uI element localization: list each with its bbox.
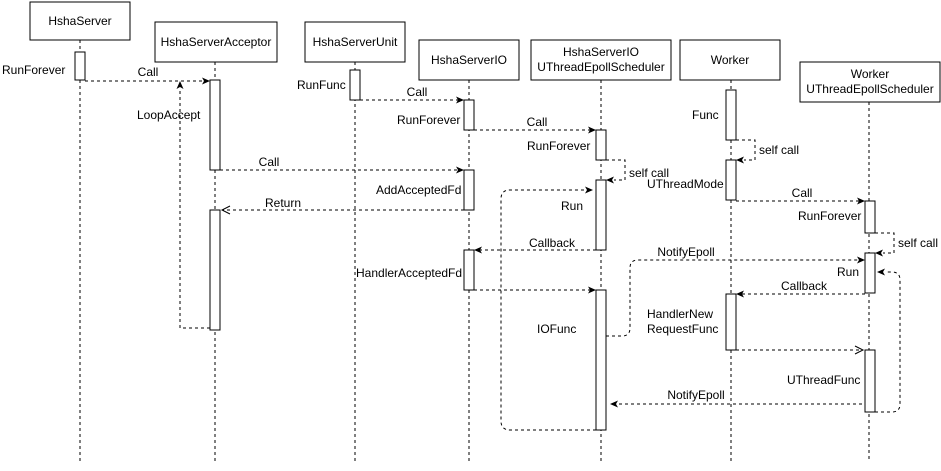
activation-io-add-fd — [463, 169, 475, 211]
message-self-call-worker-arrowhead — [736, 156, 744, 164]
label-uthread-func: UThreadFunc — [787, 373, 860, 387]
message-self-call-worker-label: self call — [759, 143, 799, 157]
message-handler-fd-arrowhead — [588, 286, 596, 294]
label-loop-accept: LoopAccept — [137, 108, 201, 122]
activation-worker-sched-run-forever — [864, 200, 876, 234]
label-run-forever-io: RunForever — [397, 113, 460, 127]
message-call-io-sched-arrowhead — [588, 126, 596, 134]
activation-server-run-forever — [74, 51, 86, 81]
message-call-io-label: Call — [407, 85, 428, 99]
participant-hsha-server-box — [29, 1, 131, 41]
activation-io-run-forever — [463, 99, 475, 131]
label-run-io-sched: Run — [561, 199, 583, 213]
message-call-acceptor-arrowhead — [202, 77, 210, 85]
activation-worker-uthread-mode — [725, 159, 737, 201]
participant-hsha-server-label: HshaServer — [48, 14, 111, 28]
activation-worker-sched-uthread-func — [864, 349, 876, 413]
message-return-label: Return — [265, 196, 301, 210]
participant-io-box — [418, 39, 520, 81]
message-loop-run-worker-sched-arrowhead — [877, 268, 885, 276]
message-notify-epoll-worker-arrowhead — [857, 256, 865, 264]
message-return-arrowhead — [220, 205, 231, 215]
participant-worker-scheduler-box — [799, 61, 941, 103]
activation-acceptor-second — [209, 209, 221, 331]
message-loop-run-worker-sched-line — [875, 271, 901, 413]
message-call-acceptor-label: Call — [138, 65, 159, 79]
message-self-call-worker-sched-label: self call — [898, 236, 938, 250]
label-run-forever-server: RunForever — [2, 63, 65, 77]
participant-unit-label: HshaServerUnit — [313, 35, 398, 49]
activation-io-handler-fd — [463, 249, 475, 291]
activation-worker-sched-run — [864, 252, 876, 294]
participant-worker-label: Worker — [711, 53, 749, 67]
message-self-call-worker-sched-arrowhead — [875, 249, 883, 257]
activation-io-sched-run — [595, 179, 607, 251]
label-run-forever-worker-sched: RunForever — [798, 209, 861, 223]
message-self-call-io-sched-line — [606, 159, 626, 181]
message-self-call-worker-sched-line — [875, 232, 895, 254]
activation-worker-func — [725, 89, 737, 141]
message-call-worker-sched-arrowhead — [857, 197, 865, 205]
message-callback-worker-arrowhead — [736, 290, 744, 298]
message-callback-worker-label: Callback — [781, 279, 828, 293]
activation-io-sched-io-func — [595, 289, 607, 431]
message-self-call-worker-line — [736, 139, 756, 161]
message-notify-epoll-io-arrowhead — [610, 400, 618, 408]
message-self-call-io-sched-label: self call — [629, 166, 669, 180]
activation-io-sched-run-forever — [595, 129, 607, 161]
label-handler-new-request-line1: HandlerNew — [647, 307, 713, 321]
message-callback-io-arrowhead — [474, 246, 482, 254]
participant-io-scheduler-label-line1: HshaServerIO — [563, 45, 639, 59]
message-loop-run-io-sched-line — [500, 189, 596, 431]
message-loop-accept-arrowhead — [176, 81, 184, 89]
message-loop-accept-line — [179, 88, 210, 329]
message-callback-io-label: Callback — [529, 236, 576, 250]
activation-acceptor-loop — [209, 79, 221, 171]
message-notify-epoll-io-label: NotifyEpoll — [667, 388, 724, 402]
message-call-io-sched-label: Call — [527, 115, 548, 129]
label-run-func: RunFunc — [297, 78, 346, 92]
label-handler-new-request-line2: RequestFunc — [647, 322, 718, 336]
message-loop-run-io-sched-arrowhead — [585, 186, 593, 194]
activation-unit-run-func — [349, 69, 361, 101]
message-call-add-fd-arrowhead — [456, 166, 464, 174]
label-add-accepted-fd: AddAcceptedFd — [376, 183, 461, 197]
activation-worker-handler — [725, 293, 737, 351]
message-notify-epoll-worker-line — [606, 259, 859, 337]
message-call-add-fd-label: Call — [259, 155, 280, 169]
label-run-forever-io-sched: RunForever — [527, 139, 590, 153]
message-notify-epoll-worker-label: NotifyEpoll — [657, 245, 714, 259]
participant-io-scheduler-label-line2: UThreadEpollScheduler — [537, 60, 664, 74]
label-io-func: IOFunc — [537, 322, 576, 336]
label-run-worker-sched: Run — [837, 265, 859, 279]
label-handler-accepted-fd: HandlerAcceptedFd — [356, 266, 462, 280]
message-call-io-arrowhead — [456, 96, 464, 104]
participant-worker-box — [679, 39, 781, 81]
participant-worker-scheduler-label-line2: UThreadEpollScheduler — [806, 82, 933, 96]
participant-io-label: HshaServerIO — [431, 53, 507, 67]
participant-io-scheduler-box — [530, 39, 672, 81]
participant-acceptor-box — [154, 21, 278, 63]
message-self-call-io-sched-arrowhead — [606, 176, 614, 184]
label-uthread-mode: UThreadMode — [647, 177, 724, 191]
participant-worker-scheduler-label-line1: Worker — [851, 67, 889, 81]
participant-unit-box — [304, 21, 406, 63]
participant-acceptor-label: HshaServerAcceptor — [161, 35, 272, 49]
label-func: Func — [692, 108, 719, 122]
message-handler-new-request-arrowhead — [854, 345, 865, 355]
message-call-worker-sched-label: Call — [792, 186, 813, 200]
